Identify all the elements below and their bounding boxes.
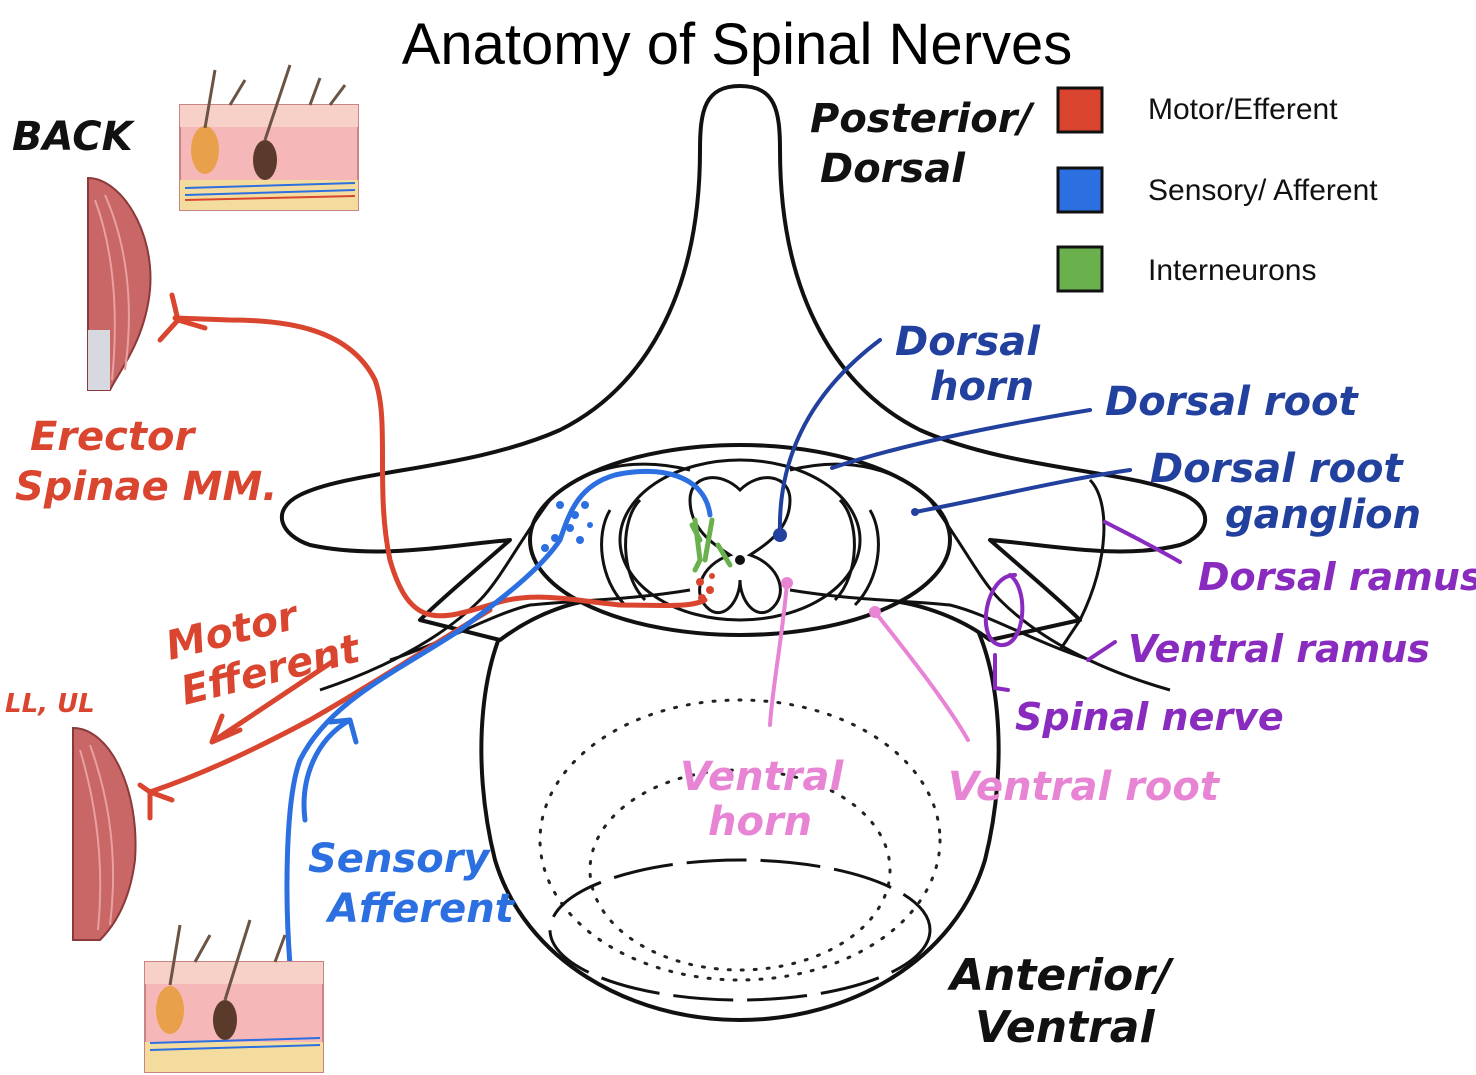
pointer-dot	[911, 508, 919, 516]
motor-ending-bottom	[137, 782, 175, 821]
label-posterior: Posterior/	[810, 96, 1036, 142]
body-growth-line	[548, 858, 932, 1002]
pointer-ventral-root	[873, 610, 970, 742]
label-ventral-root: Ventral root	[948, 764, 1221, 810]
pointer-dot	[781, 577, 793, 589]
label-ventral: Ventral	[975, 1002, 1155, 1053]
body-texture-ring	[538, 698, 942, 982]
label-drg-2: ganglion	[1225, 492, 1421, 538]
label-dorsal-horn-2: horn	[930, 364, 1034, 410]
motor-cell-dots	[696, 573, 715, 602]
diagram-title: Anatomy of Spinal Nerves	[402, 12, 1073, 77]
body-texture-ring	[588, 768, 892, 972]
legend-item-motor: Motor/Efferent	[1056, 86, 1338, 134]
label-erector-1: Erector	[30, 414, 196, 460]
legend-label-sensory: Sensory/ Afferent	[1148, 174, 1378, 207]
label-dorsal-root: Dorsal root	[1105, 379, 1360, 425]
pointer-dorsal-ramus	[1103, 520, 1182, 564]
cord-column	[624, 498, 856, 602]
sensory-arrow	[301, 717, 359, 823]
right-nerve-outline	[789, 462, 1171, 692]
legend-label-motor: Motor/Efferent	[1148, 93, 1338, 126]
legend: Motor/Efferent Sensory/ Afferent Interne…	[1056, 86, 1378, 293]
label-ventral-horn-2: horn	[708, 799, 812, 845]
label-erector-2: Spinae MM.	[15, 464, 277, 510]
gray-matter	[688, 476, 792, 614]
interneuron	[689, 517, 733, 573]
sensory-ganglion-dots	[541, 501, 593, 552]
sensory-pathway	[284, 468, 713, 968]
legend-swatch-motor	[1056, 86, 1104, 134]
pointer-drg	[913, 468, 1132, 514]
motor-arrow	[209, 657, 338, 745]
spinal-nerve-circle	[983, 573, 1025, 692]
legend-label-interneuron: Interneurons	[1148, 254, 1316, 287]
central-canal	[735, 555, 745, 565]
legend-item-interneuron: Interneurons	[1056, 245, 1316, 293]
skin-illustration-bottom	[144, 919, 324, 1073]
label-dorsal-horn-1: Dorsal	[895, 319, 1041, 365]
legend-item-sensory: Sensory/ Afferent	[1056, 166, 1378, 214]
label-back: BACK	[12, 114, 136, 160]
skin-illustration-top	[179, 64, 359, 211]
label-drg-1: Dorsal root	[1150, 446, 1405, 492]
legend-swatch-interneuron	[1056, 245, 1104, 293]
pointer-ventral-horn	[768, 581, 789, 727]
label-afferent: Afferent	[325, 886, 516, 932]
pointer-ventral-ramus	[1086, 640, 1117, 662]
legend-swatch-sensory	[1056, 166, 1104, 214]
motor-pathway	[172, 315, 708, 619]
pointer-dot	[773, 528, 787, 542]
label-dorsal-ramus: Dorsal ramus	[1198, 555, 1476, 599]
pointer-dot	[869, 606, 881, 618]
label-sensory: Sensory	[308, 836, 491, 882]
cord-column	[600, 509, 880, 607]
label-limbs: LL, UL	[5, 689, 95, 719]
muscle-illustration-bottom	[72, 726, 137, 941]
motor-ending-top	[157, 292, 208, 343]
label-spinal-nerve: Spinal nerve	[1015, 695, 1284, 739]
muscle-illustration-top	[87, 176, 152, 391]
label-anterior: Anterior/	[947, 950, 1175, 1001]
label-dorsal: Dorsal	[820, 146, 966, 192]
label-ventral-ramus: Ventral ramus	[1128, 627, 1430, 671]
label-ventral-horn-1: Ventral	[680, 754, 844, 800]
pointer-dorsal-horn	[777, 338, 882, 537]
pointer-dorsal-root	[830, 408, 1092, 470]
